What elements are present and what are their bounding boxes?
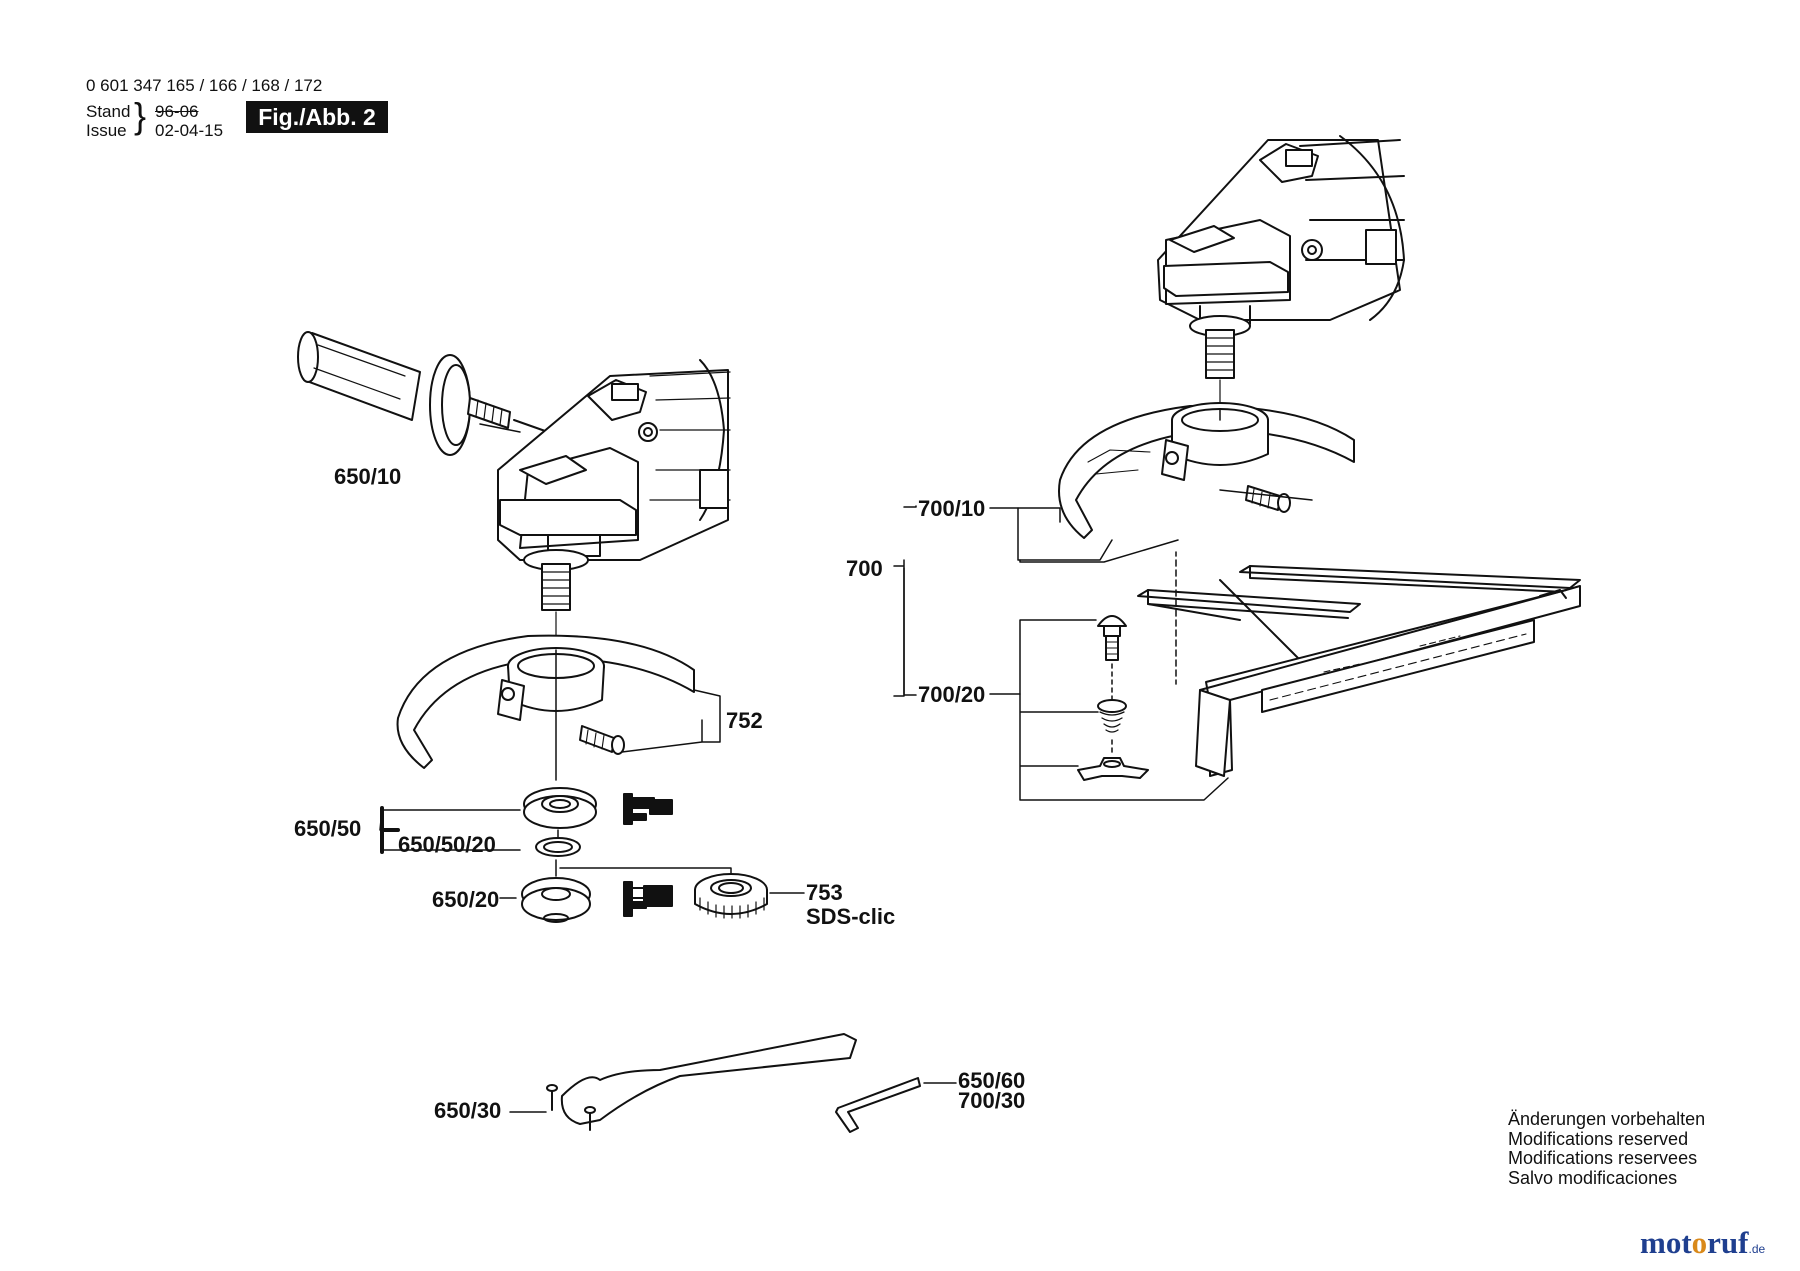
stand-label: Stand — [86, 102, 131, 121]
brace-glyph: } — [134, 95, 147, 136]
flange-650-50 — [523, 787, 597, 829]
brand-tld: .de — [1748, 1242, 1766, 1256]
note-line-es: Salvo modificaciones — [1508, 1167, 1678, 1188]
callout-650-30: 650/30 — [434, 1098, 501, 1123]
flange-profile-icon — [623, 793, 673, 825]
callout-650-50-20: 650/50/20 — [398, 832, 496, 857]
spindle-right — [1189, 315, 1251, 411]
brand-part-2: o — [1691, 1225, 1708, 1260]
angle-grinder-body-right — [1157, 135, 1405, 325]
callout-700-30: 700/30 — [958, 1088, 1025, 1113]
model-numbers: 0 601 347 165 / 166 / 168 / 172 — [86, 76, 323, 95]
quick-clamp-nut-753 — [694, 873, 768, 919]
spring-700-20 — [1097, 699, 1127, 733]
angle-grinder-body-left — [497, 359, 731, 561]
carriage-bolt-700-20 — [1097, 615, 1127, 661]
callout-700-10: 700/10 — [918, 496, 985, 521]
brand-watermark: motoruf.de — [1640, 1225, 1765, 1261]
callout-700: 700 — [846, 556, 883, 581]
clamping-nut-650-20 — [521, 877, 591, 923]
issue-label: Issue — [86, 121, 127, 140]
cutting-guide-sled — [1137, 565, 1581, 777]
note-line-fr: Modifications reservees — [1508, 1148, 1698, 1168]
callout-752: 752 — [726, 708, 763, 733]
o-ring-650-50-20 — [535, 837, 581, 857]
note-line-de: Änderungen vorbehalten — [1508, 1109, 1706, 1129]
callout-650-60: 650/60 — [958, 1068, 1025, 1093]
brand-part-3: ruf — [1707, 1225, 1749, 1260]
issue-date: 02-04-15 — [155, 121, 224, 140]
two-pin-spanner-650-30 — [546, 1033, 857, 1131]
note-line-en: Modifications reserved — [1508, 1128, 1689, 1149]
leader-lines-right — [893, 409, 1313, 801]
callout-753: 753 — [806, 880, 843, 905]
callout-753-sds-clic: SDS-clic — [806, 904, 895, 929]
spindle-left — [523, 549, 589, 651]
wing-nut-700-20 — [1077, 757, 1149, 781]
wheel-guard-700-10 — [1058, 402, 1355, 539]
auxiliary-handle-part — [297, 331, 549, 456]
stand-date-struck: 96-06 — [155, 102, 199, 121]
modification-notes: Änderungen vorbehalten Modifications res… — [1508, 1109, 1706, 1188]
brand-part-1: mot — [1640, 1225, 1692, 1260]
callout-650-20: 650/20 — [432, 887, 499, 912]
figure-badge: Fig./Abb. 2 — [246, 101, 388, 133]
hex-key-650-60 — [835, 1077, 921, 1133]
callout-650-50: 650/50 — [294, 816, 361, 841]
callout-700-20: 700/20 — [918, 682, 985, 707]
callout-650-10: 650/10 — [334, 464, 401, 489]
nut-profile-icon — [623, 881, 673, 917]
